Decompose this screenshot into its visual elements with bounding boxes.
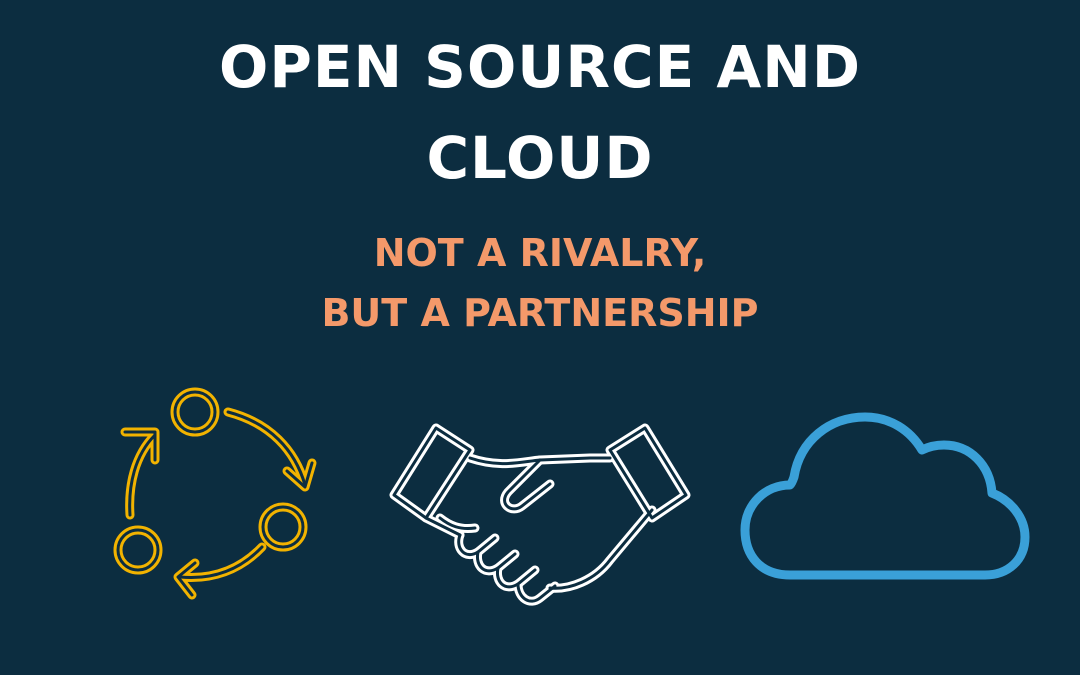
cycle-icon — [113, 387, 317, 600]
subtitle-line-1: NOT A RIVALRY, — [373, 231, 707, 275]
cloud-icon — [740, 412, 1030, 580]
title-line-2: CLOUD — [426, 124, 654, 192]
title-line-1: OPEN SOURCE AND — [219, 33, 861, 101]
handshake-icon — [389, 423, 691, 606]
subtitle-line-2: BUT A PARTNERSHIP — [321, 291, 759, 335]
